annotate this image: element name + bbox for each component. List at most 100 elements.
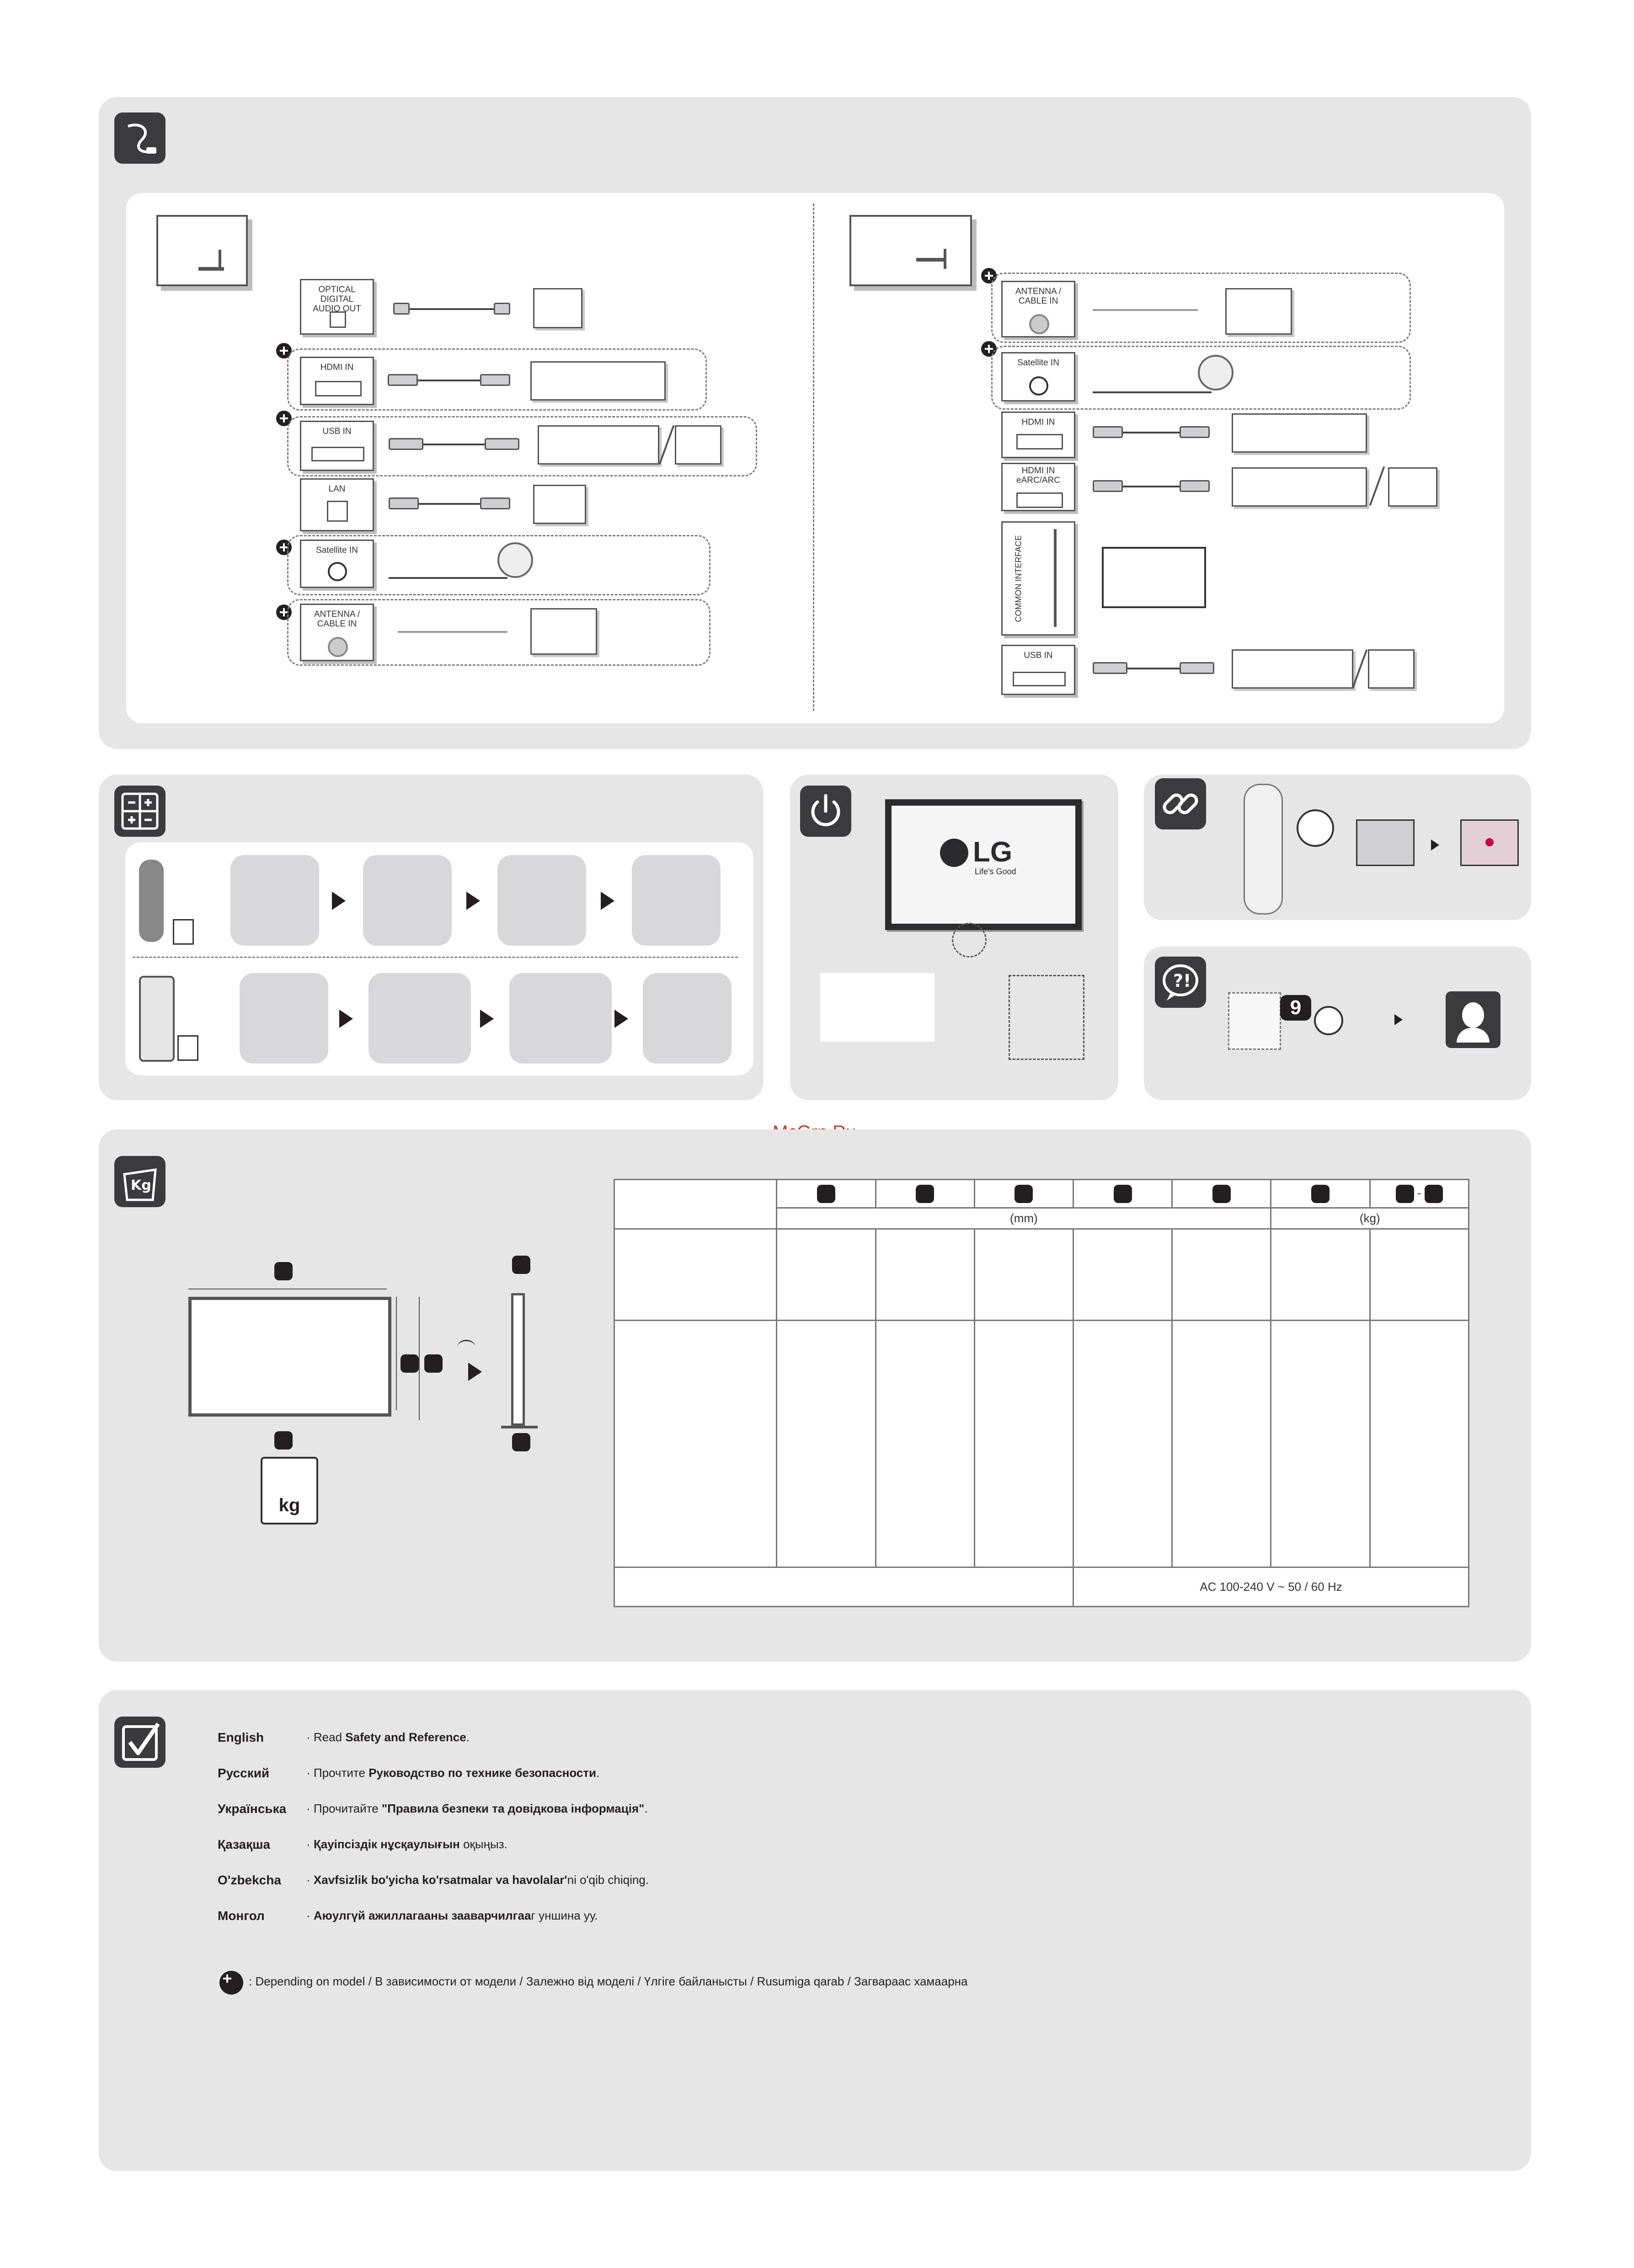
satellite-port-right: Satellite IN	[1001, 352, 1075, 401]
spec-col-header	[1270, 1179, 1371, 1209]
spec-cell	[875, 1228, 975, 1321]
lan-port: LAN	[300, 478, 374, 531]
optical-audio-port: OPTICAL DIGITAL AUDIO OUT	[300, 279, 374, 335]
tv-height-stand-arrow	[419, 1297, 420, 1420]
remote-icon-magic	[139, 860, 164, 942]
lang-kazakh: Қазақша	[218, 1837, 271, 1851]
lg-logo-icon	[940, 839, 968, 867]
battery-pair-icon	[173, 919, 194, 945]
hdmi-cable	[393, 380, 503, 381]
spec-table: - (mm) (kg) AC 100-240 V ~ 50 / 60 Hz	[613, 1179, 1470, 1607]
usb-plug	[485, 438, 519, 450]
tv-back-icon-left	[156, 215, 248, 286]
scale-icon: kg	[261, 1457, 318, 1524]
spec-cell	[776, 1228, 876, 1321]
hdmi-earc-port: HDMI IN eARC/ARC	[1001, 463, 1075, 511]
port-label: OPTICAL DIGITAL AUDIO OUT	[313, 285, 361, 314]
spec-row-label	[613, 1320, 778, 1568]
power-button-zoom	[952, 923, 987, 957]
hdmi-port: HDMI IN	[300, 357, 374, 405]
battery-step-4	[632, 855, 721, 946]
optional-group-antenna	[287, 599, 710, 666]
spec-cell	[1072, 1320, 1173, 1568]
av-devices-icon	[530, 361, 666, 401]
satellite-cable	[1093, 391, 1212, 393]
timer-icon	[1314, 1006, 1343, 1035]
dimension-marker	[274, 1262, 293, 1280]
spec-cell	[1171, 1228, 1272, 1321]
dimension-marker	[512, 1256, 530, 1274]
battery-step-8	[643, 973, 732, 1064]
battery-step-7	[509, 973, 612, 1064]
lang-uzbek: O'zbekcha	[218, 1873, 281, 1887]
cable-icon	[114, 112, 166, 164]
port-label: Satellite IN	[316, 546, 358, 555]
help-icon: ?!	[1155, 957, 1206, 1008]
spec-cell	[973, 1320, 1074, 1568]
port-label: COMMON INTERFACE	[1014, 535, 1023, 622]
hdmi-plug	[1093, 480, 1123, 492]
battery-icon	[114, 786, 166, 837]
usb-cable	[1097, 668, 1207, 669]
svg-text:?!: ?!	[1173, 971, 1191, 991]
tv-front-icon: LG Life's Good	[885, 799, 1082, 930]
step-arrow	[332, 892, 346, 910]
antenna-port-right: ANTENNA / CABLE IN	[1001, 281, 1075, 337]
spec-cell	[1270, 1320, 1371, 1568]
ci-module-icon	[1102, 547, 1206, 608]
spec-cell	[1171, 1320, 1272, 1568]
safety-panel	[99, 1690, 1531, 2171]
spec-col-header	[973, 1179, 1074, 1209]
usb-plug	[1093, 662, 1127, 674]
usb-plug	[1180, 662, 1214, 674]
step-arrow	[480, 1010, 494, 1028]
tv-side-drawing	[511, 1293, 525, 1426]
spec-cell	[1270, 1228, 1371, 1321]
spec-col-header	[1072, 1179, 1173, 1209]
port-label: HDMI IN	[1021, 417, 1055, 427]
antenna-cable	[1093, 309, 1198, 311]
lang-russian: Русский	[218, 1766, 270, 1780]
lang-mongolian: Монгол	[218, 1909, 265, 1923]
power-icon	[800, 786, 851, 837]
spec-header-blank	[613, 1179, 778, 1230]
optical-cable	[398, 308, 507, 310]
battery-step-1	[230, 855, 319, 946]
antenna-cable	[398, 631, 507, 633]
port-label: HDMI IN eARC/ARC	[1016, 466, 1061, 485]
port-label: USB IN	[1024, 651, 1053, 660]
safety-text-ukrainian: · Прочитайте "Правила безпеки та довідко…	[306, 1802, 648, 1815]
footnote-depending-on-model: : Depending on model / В зависимости от …	[249, 1974, 968, 1988]
step-arrow	[466, 892, 480, 910]
tv-dimension-drawing	[188, 1297, 391, 1417]
optional-group-satellite-right	[991, 346, 1411, 410]
usb-stick-icon	[1368, 649, 1415, 689]
dimension-marker	[400, 1354, 419, 1373]
battery-divider	[133, 957, 738, 958]
step-arrow	[614, 1010, 628, 1028]
antenna-icon	[530, 608, 597, 655]
checklist-icon	[114, 1717, 166, 1768]
optical-plug	[494, 303, 510, 315]
tv-on-icon	[1460, 819, 1519, 866]
link-icon	[1155, 778, 1206, 829]
safety-text-mongolian: · Аюулгүй ажиллагааны зааварчилгааг унши…	[306, 1909, 598, 1922]
optional-group-antenna-right	[991, 273, 1411, 343]
port-label: LAN	[328, 484, 346, 494]
step-arrow	[339, 1010, 353, 1028]
step-arrow	[601, 892, 614, 910]
audio-device-icon	[533, 288, 582, 328]
router-icon	[533, 485, 586, 524]
timer-icon	[1297, 809, 1334, 847]
connection-divider	[813, 203, 814, 711]
step-arrow	[1394, 1014, 1403, 1025]
help-number-badge: 9	[1280, 995, 1311, 1021]
spec-cell	[1072, 1228, 1173, 1321]
optional-group-usb	[287, 416, 757, 476]
lg-slogan-text: Life's Good	[975, 867, 1016, 876]
weight-icon: Kg	[114, 1156, 166, 1207]
port-label: HDMI IN	[320, 363, 354, 372]
optional-group-satellite	[287, 535, 710, 595]
satellite-dish-icon	[497, 542, 533, 578]
battery-step-5	[240, 973, 328, 1064]
